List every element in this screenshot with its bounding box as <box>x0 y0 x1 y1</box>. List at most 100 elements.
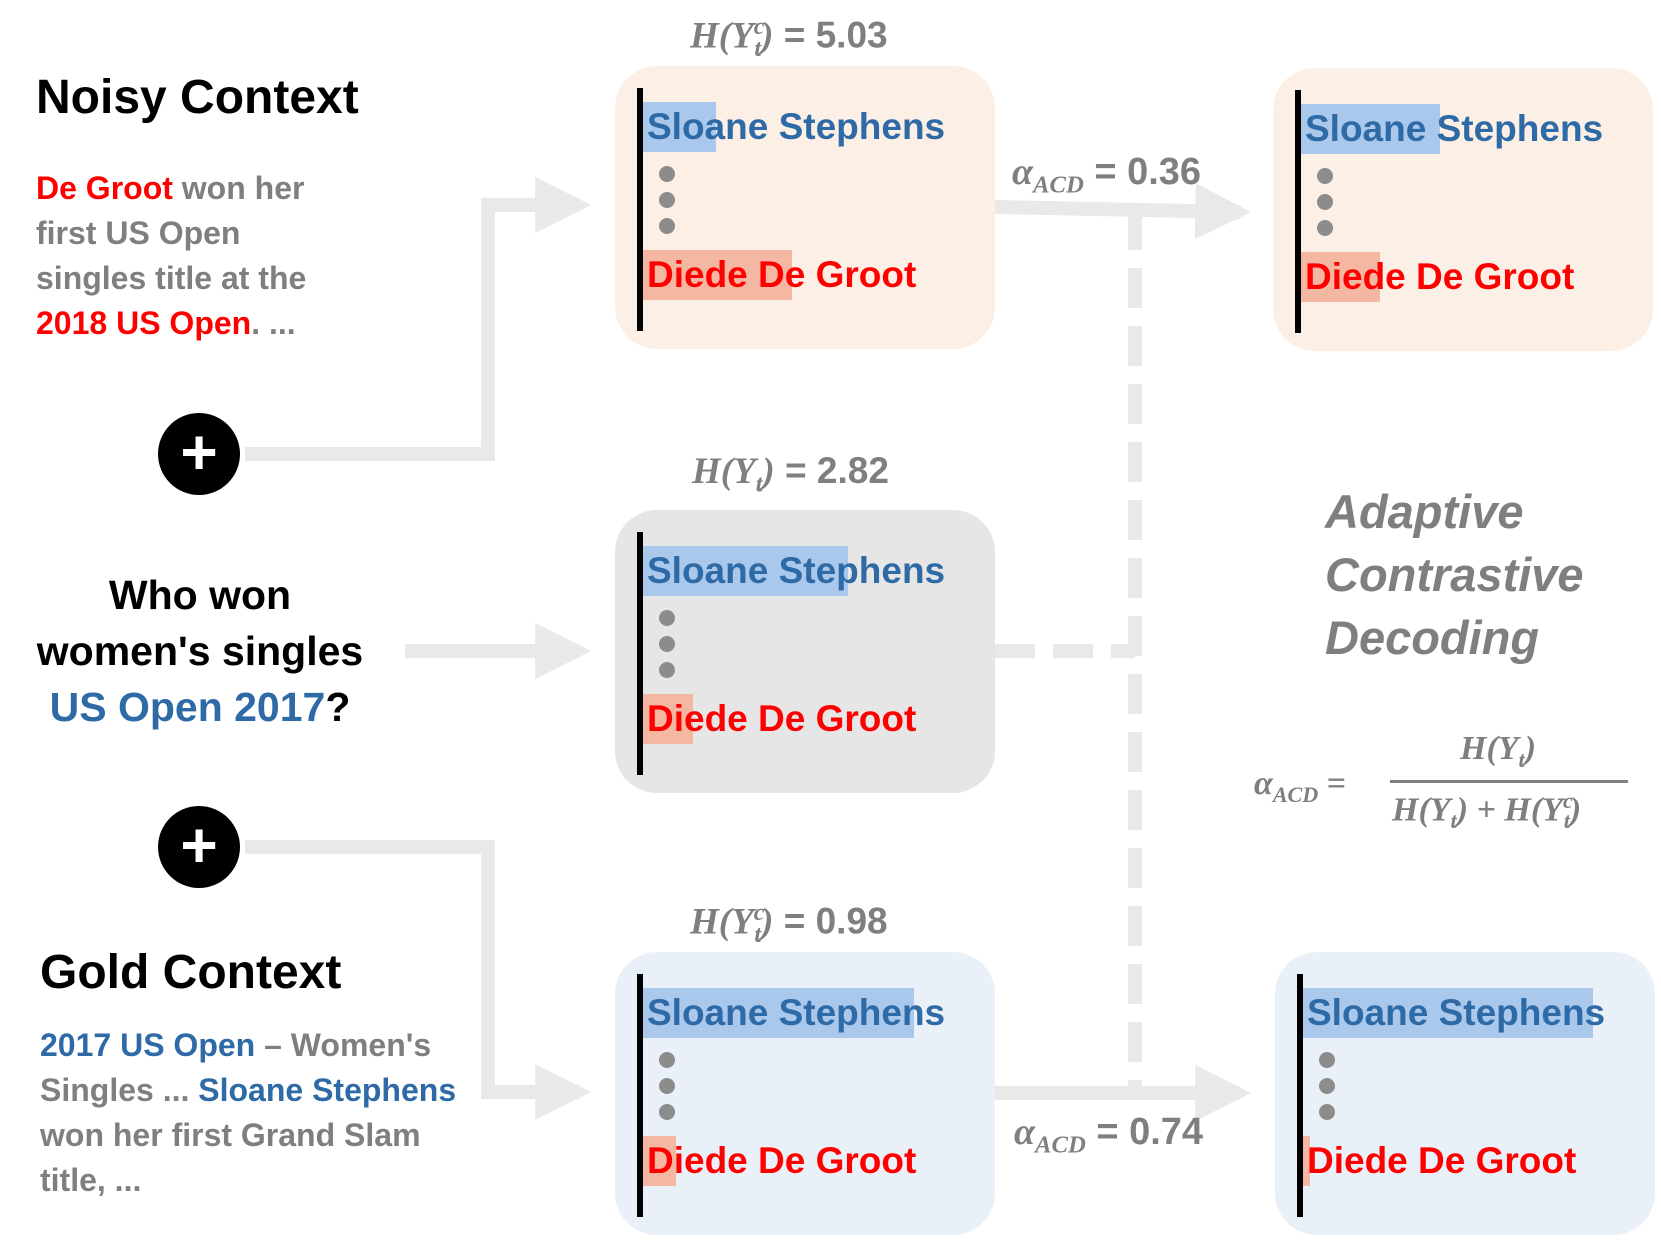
alpha-formula-lhs: αACD = <box>1254 765 1346 808</box>
ellipsis-dot <box>1319 1078 1335 1094</box>
token-diede-de-groot-probability-highlight <box>1303 1136 1310 1186</box>
entropy-y: Y <box>733 451 756 492</box>
alpha-formula-fraction-bar <box>1390 780 1628 783</box>
ellipsis-dot <box>1317 220 1333 236</box>
gold-entity-2017-us-open: 2017 US Open <box>40 1027 256 1063</box>
ellipsis-dot <box>1317 168 1333 184</box>
token-diede-de-groot: Diede De Groot <box>1301 252 1575 302</box>
token-diede-de-groot-label: Diede De Groot <box>1305 256 1575 297</box>
ellipsis-dot <box>659 1078 675 1094</box>
question-line-2: women's singles <box>36 628 364 674</box>
token-diede-de-groot: Diede De Groot <box>1303 1136 1577 1186</box>
question-line-1: Who won <box>108 572 292 618</box>
entropy-h: H <box>690 15 719 57</box>
token-sloane-stephens-label: Sloane Stephens <box>647 550 946 591</box>
alpha-formula-numerator: H(Yt) <box>1460 730 1536 773</box>
entropy-value-plain: 2.82 <box>816 450 889 491</box>
alpha-eq: = <box>1083 151 1128 193</box>
token-diede-de-groot: Diede De Groot <box>643 694 917 744</box>
alpha-symbol: α <box>1014 1111 1036 1153</box>
entropy-eq: = <box>774 450 817 491</box>
entropy-sup: c <box>753 14 765 40</box>
token-sloane-stephens-label: Sloane Stephens <box>647 992 946 1033</box>
token-sloane-stephens: Sloane Stephens <box>1303 988 1606 1038</box>
token-sloane-stephens-label: Sloane Stephens <box>1307 992 1606 1033</box>
alpha-sub: ACD <box>1035 1131 1086 1159</box>
entropy-h: H <box>690 901 719 943</box>
token-sloane-stephens-probability-highlight <box>643 546 848 596</box>
token-sloane-stephens: Sloane Stephens <box>643 988 946 1038</box>
token-sloane-stephens: Sloane Stephens <box>1301 104 1604 154</box>
formula-den-sub-1: t <box>1450 808 1457 834</box>
entropy-value-gold: 0.98 <box>815 900 888 942</box>
token-sloane-stephens-probability-highlight <box>643 102 716 152</box>
token-sloane-stephens-label: Sloane Stephens <box>1305 108 1604 149</box>
method-title-line-3: Decoding <box>1325 611 1540 664</box>
question-line-3: US Open 2017? <box>10 679 390 735</box>
alpha-symbol: α <box>1012 151 1034 193</box>
token-sloane-stephens-probability-highlight <box>1301 104 1440 154</box>
token-diede-de-groot-probability-highlight <box>643 694 693 744</box>
entropy-sup: c <box>753 900 765 926</box>
formula-den-sub-2: t <box>1563 808 1570 834</box>
ellipsis-dot <box>659 192 675 208</box>
noisy-text-end: . ... <box>251 305 296 341</box>
entropy-h: H <box>692 451 721 492</box>
entropy-label-noisy: H(Yct) = 5.03 <box>690 14 888 62</box>
plus-icon-noisy: + <box>158 413 240 495</box>
gold-context-heading: Gold Context <box>40 946 342 999</box>
noisy-context-text: De Groot won her first US Open singles t… <box>36 166 346 346</box>
token-diede-de-groot-label: Diede De Groot <box>647 1140 917 1181</box>
arrow-noisy-plus-to-box <box>245 177 592 461</box>
token-sloane-stephens: Sloane Stephens <box>643 546 946 596</box>
formula-den-close-1: ) <box>1456 791 1469 829</box>
entropy-eq: = <box>773 900 816 942</box>
alpha-formula-denominator: H(Yt) + H(Yct) <box>1392 788 1581 834</box>
question-text: Who won women's singles US Open 2017? <box>10 567 390 735</box>
method-title-line-1: Adaptive <box>1325 485 1524 538</box>
gold-text-end: won her first Grand Slam title, ... <box>40 1117 421 1198</box>
formula-den-close-2: ) <box>1569 791 1582 829</box>
alpha-value-gold: 0.74 <box>1129 1111 1204 1153</box>
entropy-y: Y <box>731 15 754 57</box>
plus-icon-gold: + <box>158 806 240 888</box>
arrow-noisy-to-output <box>994 183 1252 240</box>
ellipsis-dot <box>1319 1104 1335 1120</box>
token-sloane-stephens-label: Sloane Stephens <box>647 106 946 147</box>
entropy-label-plain: H(Yt) = 2.82 <box>692 450 889 498</box>
ellipsis-dot <box>659 610 675 626</box>
noisy-entity-2018-us-open: 2018 US Open <box>36 305 252 341</box>
noisy-text-body: won her first US Open singles title at t… <box>36 170 307 296</box>
ellipsis-dot <box>659 662 675 678</box>
question-entity-us-open-2017: US Open 2017 <box>49 684 326 730</box>
formula-alpha: α <box>1254 765 1273 802</box>
token-diede-de-groot-probability-highlight <box>643 1136 676 1186</box>
token-diede-de-groot-label: Diede De Groot <box>1307 1140 1577 1181</box>
formula-num-close: ) <box>1524 730 1537 767</box>
ellipsis-dot <box>659 166 675 182</box>
entropy-label-gold: H(Yct) = 0.98 <box>690 900 888 948</box>
gold-entity-sloane-stephens: Sloane Stephens <box>198 1072 457 1108</box>
ellipsis-dot <box>1319 1052 1335 1068</box>
noisy-entity-de-groot: De Groot <box>36 170 173 206</box>
formula-num-sub: t <box>1518 746 1525 772</box>
token-diede-de-groot-label: Diede De Groot <box>647 698 917 739</box>
alpha-label-noisy: αACD = 0.36 <box>1012 150 1201 200</box>
entropy-value-noisy: 5.03 <box>815 14 888 56</box>
alpha-label-gold: αACD = 0.74 <box>1014 1110 1203 1160</box>
formula-eq: = <box>1318 765 1347 802</box>
entropy-y: Y <box>731 901 754 943</box>
arrow-gold-plus-to-box <box>245 840 592 1120</box>
token-diede-de-groot-probability-highlight <box>1301 252 1380 302</box>
alpha-sub: ACD <box>1033 171 1084 199</box>
distribution-axis <box>637 974 643 1217</box>
ellipsis-dot <box>659 1104 675 1120</box>
formula-den-text-2: + H(Y <box>1468 791 1563 829</box>
ellipsis-dot <box>1317 194 1333 210</box>
